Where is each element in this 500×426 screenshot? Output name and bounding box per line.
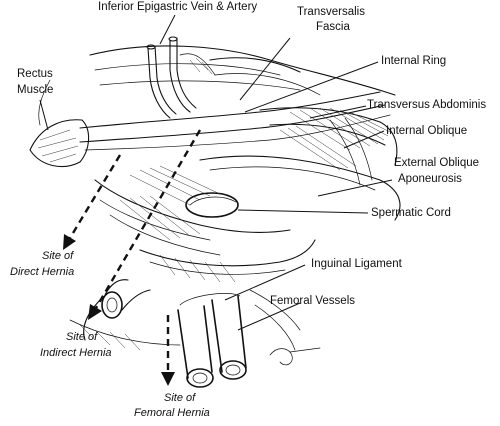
leader-spermatic-cord (237, 209, 369, 214)
label-transversalis-fascia-2: Fascia (316, 21, 350, 33)
label-transversalis-fascia-1: Transversalis (297, 6, 365, 18)
arrow-head-indirect (88, 304, 102, 320)
label-internal-oblique: Internal Oblique (386, 125, 467, 137)
label-inferior-epigastric: Inferior Epigastric Vein & Artery (98, 1, 257, 13)
anatomy-drawing (29, 36, 401, 388)
label-site-femoral-2: Femoral Hernia (134, 407, 210, 419)
leader-inguinal-ligament (224, 264, 306, 301)
label-site-indirect-1: Site of (66, 331, 98, 343)
artist-signature (269, 347, 321, 366)
label-spermatic-cord: Spermatic Cord (371, 207, 451, 219)
arrow-head-femoral (161, 372, 175, 386)
leader-transversalis-fascia (239, 37, 291, 101)
hernia-arrows (63, 129, 202, 386)
arrow-indirect-hernia (94, 129, 202, 309)
label-inguinal-ligament: Inguinal Ligament (311, 258, 403, 270)
label-external-oblique-2: Aponeurosis (398, 173, 462, 185)
leader-inferior-epigastric (159, 14, 176, 45)
leader-internal-oblique (343, 130, 385, 149)
leader-femoral-vessels (237, 302, 301, 331)
leader-internal-ring (244, 61, 379, 113)
label-transversus-abdominis: Transversus Abdominis (367, 99, 486, 111)
label-rectus-muscle-1: Rectus (17, 68, 53, 80)
leader-transversus-abdominis (309, 105, 367, 119)
label-internal-ring: Internal Ring (381, 55, 446, 67)
arrow-head-direct (63, 234, 76, 250)
leader-rectus-muscle (39, 99, 49, 131)
label-femoral-vessels: Femoral Vessels (270, 295, 355, 307)
label-site-direct-1: Site of (42, 250, 74, 262)
arrow-direct-hernia (68, 154, 122, 239)
leader-external-oblique (317, 179, 393, 197)
label-external-oblique-1: External Oblique (394, 157, 479, 169)
label-rectus-muscle-2: Muscle (17, 84, 53, 96)
label-site-femoral-1: Site of (164, 392, 196, 404)
leader-lines (39, 14, 393, 331)
label-site-direct-2: Direct Hernia (10, 266, 74, 278)
labels: Inferior Epigastric Vein & Artery Transv… (10, 1, 486, 419)
label-site-indirect-2: Indirect Hernia (40, 347, 112, 359)
